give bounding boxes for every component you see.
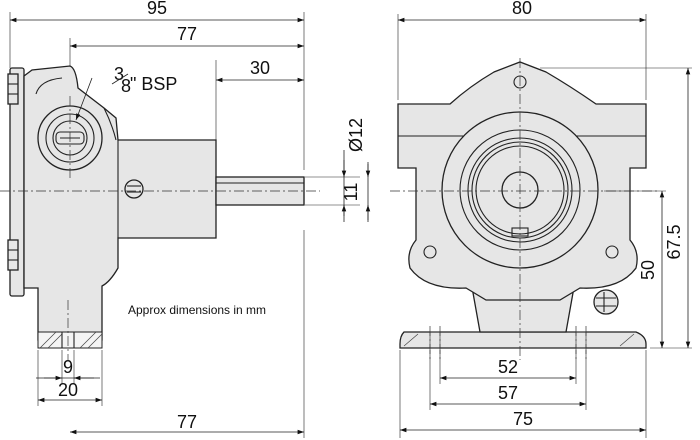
- grease-nipple: [124, 179, 144, 199]
- approx-dimensions-note: Approx dimensions in mm: [128, 303, 266, 317]
- dim-text-80: 80: [512, 0, 532, 18]
- cover-screw-bottom: [7, 239, 19, 271]
- dim-text-9: 9: [63, 357, 73, 377]
- dim-text-95: 95: [147, 0, 167, 18]
- dim-text-77-bottom: 77: [177, 412, 197, 432]
- dim-text-50: 50: [638, 260, 658, 280]
- dim-text-dia12: Ø12: [346, 118, 366, 152]
- bsp-label: 3 8 " BSP: [111, 64, 177, 96]
- left-bolt-hole: [423, 245, 437, 259]
- base-plate: [399, 331, 647, 349]
- dim-text-75: 75: [513, 409, 533, 429]
- right-bolt-hole: [605, 245, 619, 259]
- svg-text:3: 3: [114, 64, 124, 84]
- dim-text-77-top: 77: [177, 24, 197, 44]
- dim-text-57: 57: [498, 383, 518, 403]
- foot-section-hatch: [37, 331, 103, 349]
- pump-housing: [23, 65, 217, 341]
- cover-screw-top: [7, 73, 19, 105]
- bsp-leader: [75, 77, 93, 121]
- svg-text:" BSP: " BSP: [130, 74, 177, 94]
- dim-text-11: 11: [341, 183, 361, 202]
- svg-text:8: 8: [121, 76, 131, 96]
- dim-text-52: 52: [498, 357, 518, 377]
- side-view: 95 77 30 Ø12 11 9 20 77 3 8 " BSP Approx…: [0, 0, 371, 438]
- front-view: 80 52 57 75 50 67.5: [390, 0, 692, 438]
- front-grease-nipple: [593, 289, 619, 315]
- dim-text-20: 20: [58, 380, 78, 400]
- dim-text-67-5: 67.5: [664, 224, 684, 259]
- dim-text-30: 30: [250, 58, 270, 78]
